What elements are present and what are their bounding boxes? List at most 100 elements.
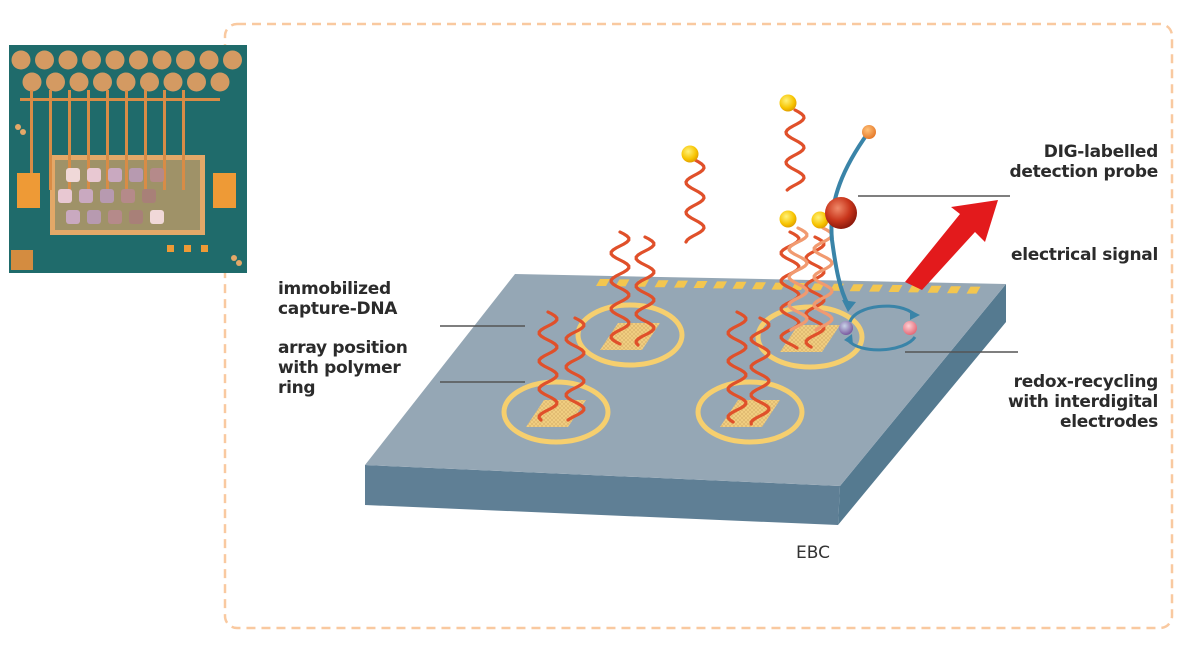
- label-redox-recycling: redox-recycling with interdigital electr…: [1008, 372, 1158, 432]
- label-array-position: array position with polymer ring: [278, 338, 408, 398]
- inset-electrode: [66, 168, 80, 182]
- inset-electrode: [100, 189, 114, 203]
- label-electrical-signal: electrical signal: [1010, 245, 1158, 265]
- inset-electrode: [108, 210, 122, 224]
- contact-stripe: [869, 284, 883, 292]
- inset-electrode: [121, 189, 135, 203]
- capture-dna-strand: [726, 310, 748, 424]
- polymer-ring: [575, 302, 685, 368]
- capture-dna-strand: [749, 316, 771, 426]
- label-immobilized-capture-dna: immobilized capture-DNA: [278, 279, 398, 319]
- capture-dna-strand: [634, 235, 656, 347]
- inset-bond-pad: [93, 72, 112, 92]
- dashed-frame: [223, 22, 1174, 630]
- inset-bond-pad: [58, 50, 78, 70]
- inset-bond-pad: [152, 50, 172, 70]
- inset-bond-pad: [69, 72, 89, 92]
- electrical-signal-arrow: [905, 200, 998, 290]
- detection-probe: [825, 125, 876, 312]
- inset-electrode: [150, 210, 164, 224]
- contact-stripe: [810, 283, 825, 291]
- capture-dna-strand: [609, 230, 631, 346]
- probe-enzyme-bead: [825, 197, 857, 229]
- inset-bond-pad: [11, 50, 31, 70]
- leader-lines: [440, 195, 1018, 383]
- label-bead: [779, 210, 797, 228]
- interdigital-electrode: [720, 400, 780, 427]
- inset-trace: [49, 90, 52, 190]
- inset-electrode: [150, 168, 164, 182]
- inset-bond-pad: [163, 72, 183, 92]
- inset-electrode: [129, 168, 143, 182]
- capture-dna-strand: [537, 310, 559, 422]
- contact-stripe: [654, 280, 669, 288]
- free-target-strand: [784, 108, 806, 192]
- free-target-strand: [684, 158, 706, 244]
- inset-electrode: [129, 210, 143, 224]
- label-dig-detection-probe: DIG-labelled detection probe: [1009, 142, 1158, 182]
- inset-trace: [106, 90, 109, 190]
- contact-stripes: [596, 279, 981, 294]
- label-bead: [811, 211, 829, 229]
- contact-stripe: [674, 280, 688, 288]
- inset-trace: [87, 90, 90, 190]
- capture-dna-strand: [804, 235, 826, 349]
- inset-electrode: [142, 189, 156, 203]
- polymer-ring: [501, 379, 611, 445]
- inset-trace: [125, 90, 128, 190]
- inset-electrode: [66, 210, 80, 224]
- inset-bond-pad: [35, 50, 54, 70]
- probe-arrowhead: [842, 300, 856, 312]
- inset-trace: [144, 90, 147, 190]
- contact-stripe: [693, 281, 708, 288]
- inset-bond-pad: [176, 50, 195, 70]
- oxidized-molecule: [903, 321, 917, 335]
- inset-electrode: [79, 189, 93, 203]
- contact-stripe: [888, 285, 903, 292]
- dig-label-bead: [862, 125, 876, 139]
- contact-stripe: [966, 286, 981, 294]
- polymer-ring: [755, 304, 865, 370]
- inset-bond-pad: [22, 72, 42, 92]
- inset-bond-pad: [129, 50, 148, 70]
- inset-electrode: [108, 168, 122, 182]
- chip-top-face: [365, 274, 1006, 486]
- inset-electrode: [87, 168, 101, 182]
- chip-side-face: [838, 284, 1006, 525]
- inset-bond-pad: [116, 72, 136, 92]
- interdigital-electrode: [600, 323, 660, 350]
- array-spot: [575, 302, 685, 368]
- hybridized-target-strand: [812, 226, 834, 332]
- inset-trace: [163, 90, 166, 190]
- reduced-molecule: [839, 321, 853, 335]
- inset-bond-pad: [82, 50, 101, 70]
- contact-stripe: [752, 282, 766, 290]
- inset-bond-pad: [223, 50, 242, 70]
- redox-cycle: [839, 304, 920, 352]
- inset-electrode: [87, 210, 101, 224]
- contact-stripe: [927, 285, 942, 293]
- polymer-ring: [695, 379, 805, 445]
- inset-trace: [182, 90, 185, 190]
- inset-contact-pad: [17, 173, 40, 208]
- caption-ebc: EBC: [796, 543, 830, 563]
- chip-front-face: [365, 465, 840, 525]
- array-spot: [695, 379, 805, 445]
- probe-strand: [829, 131, 870, 306]
- inset-bond-pad: [46, 72, 65, 92]
- label-bead: [681, 145, 699, 163]
- inset-bond-pad: [187, 72, 206, 92]
- inset-bond-pad: [105, 50, 125, 70]
- contact-stripe: [947, 286, 961, 294]
- inset-trace: [68, 90, 71, 190]
- inset-contact-pad: [213, 173, 236, 208]
- capture-dna-strand: [564, 316, 586, 422]
- inset-electrode: [58, 189, 72, 203]
- contact-stripe: [615, 279, 630, 287]
- hybridized-target-strand: [787, 226, 809, 332]
- inset-chip-photo: [9, 45, 247, 273]
- label-bead: [779, 94, 797, 112]
- contact-stripe: [596, 279, 610, 286]
